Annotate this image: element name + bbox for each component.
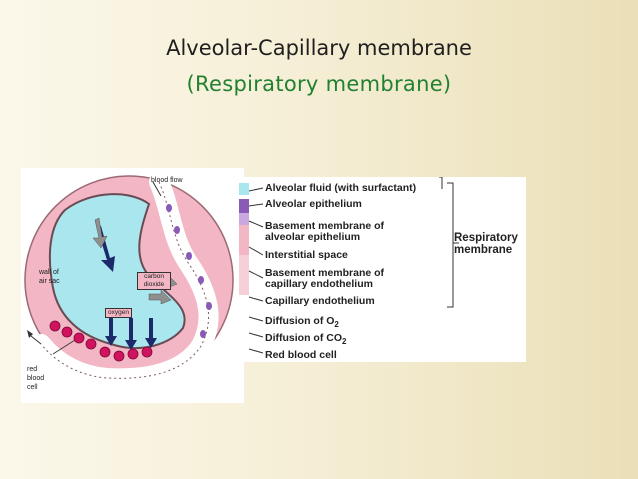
alveolus-diagram: blood flow wall of air sac carbon dioxid… — [21, 168, 244, 403]
respiratory-membrane-label-1: Respiratory — [454, 232, 518, 244]
label-diffusion-o2: Diffusion of O2 — [265, 316, 339, 330]
label-diffusion-co2: Diffusion of CO2 — [265, 333, 346, 347]
label-leader-lines — [239, 177, 459, 354]
red-blood-cell-label-3: cell — [27, 384, 38, 391]
respiratory-membrane-label-2: membrane — [454, 244, 513, 256]
label-diffusion-o2-subscript: 2 — [334, 320, 339, 330]
alveolus-illustration — [24, 172, 234, 389]
carbon-dioxide-label-2: dioxide — [143, 281, 165, 288]
label-basement-membrane-capillary-1: Basement membrane of — [265, 267, 385, 279]
red-blood-cell-label-1: red — [27, 366, 38, 373]
label-diffusion-co2-text: Diffusion of CO — [265, 332, 342, 344]
label-alveolar-fluid: Alveolar fluid (with surfactant) — [265, 182, 417, 194]
wall-of-air-sac-label-1: wall of — [39, 269, 59, 276]
carbon-dioxide-box: carbon dioxide — [137, 272, 171, 290]
label-basement-membrane-alveolar-2: alveolar epithelium — [265, 231, 361, 243]
label-interstitial-space: Interstitial space — [265, 249, 348, 261]
red-blood-cell-label-2: blood — [27, 375, 45, 382]
respiratory-membrane-label: Respiratory membrane — [454, 232, 518, 256]
slide-title: Alveolar-Capillary membrane — [166, 36, 472, 60]
oxygen-label: oxygen — [105, 308, 132, 318]
membrane-labels-panel: Alveolar fluid (with surfactant) Alveola… — [239, 177, 526, 362]
label-alveolar-epithelium: Alveolar epithelium — [265, 198, 362, 210]
label-basement-membrane-capillary-2: capillary endothelium — [265, 278, 373, 290]
label-diffusion-o2-text: Diffusion of O — [265, 315, 335, 327]
slide-subtitle: (Respiratory membrane) — [186, 72, 452, 96]
carbon-dioxide-label-1: carbon — [144, 273, 164, 280]
label-diffusion-co2-subscript: 2 — [342, 337, 347, 347]
wall-of-air-sac-label-2: air sac — [39, 278, 60, 285]
blood-flow-label: blood flow — [151, 177, 183, 184]
label-red-blood-cell: Red blood cell — [265, 349, 337, 361]
label-basement-membrane-alveolar-1: Basement membrane of — [265, 220, 385, 232]
label-capillary-endothelium: Capillary endothelium — [265, 295, 375, 307]
